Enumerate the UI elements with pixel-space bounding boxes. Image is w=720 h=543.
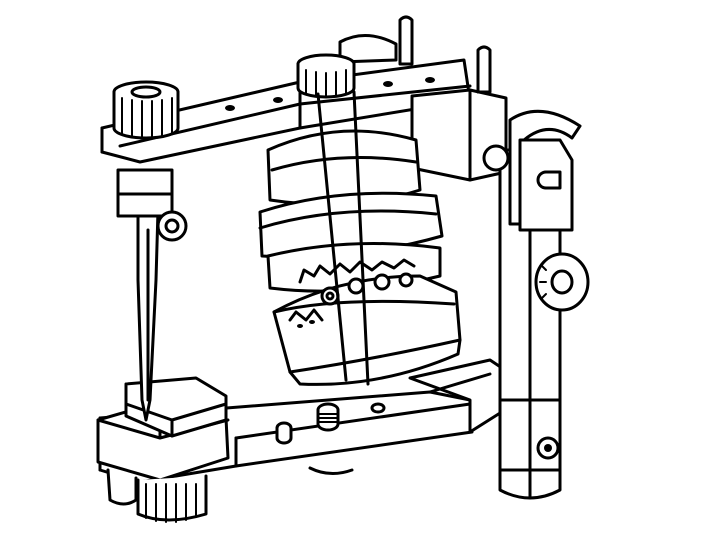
incisal-pin: [116, 168, 188, 422]
condylar-column: [482, 109, 590, 500]
incisal-table: [96, 376, 230, 523]
lower-cast: [272, 272, 462, 386]
upper-cast: [258, 129, 444, 293]
mounting-knob: [296, 53, 356, 99]
reference-lines: [316, 90, 370, 386]
pin-lock-knob: [112, 80, 180, 140]
